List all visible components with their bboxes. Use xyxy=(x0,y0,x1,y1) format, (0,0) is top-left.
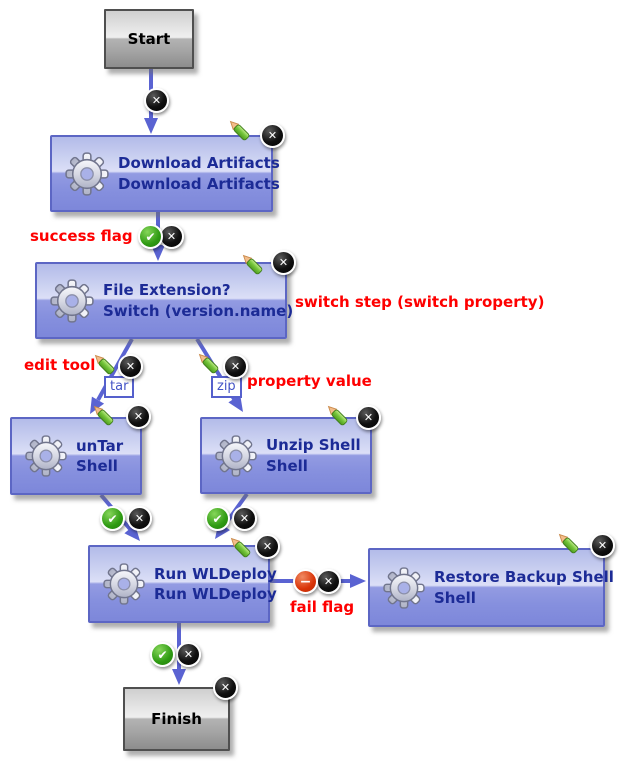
delete-icon[interactable]: ✕ xyxy=(271,250,296,275)
node-subtitle: Shell xyxy=(266,456,308,475)
delete-icon[interactable]: ✕ xyxy=(223,354,248,379)
fail-flag-icon[interactable]: − xyxy=(293,569,318,594)
edit-pencil-icon[interactable] xyxy=(91,351,117,377)
edit-pencil-icon[interactable] xyxy=(239,251,265,277)
node-title: unTar xyxy=(76,436,124,455)
node-download-artifacts[interactable]: Download Artifacts Download Artifacts xyxy=(50,135,280,212)
node-start-label: Start xyxy=(127,29,171,48)
gear-icon xyxy=(383,566,425,609)
gear-icon xyxy=(103,563,145,605)
node-start[interactable]: Start xyxy=(104,9,194,69)
branch-label-zip[interactable]: zip xyxy=(211,376,242,398)
delete-icon[interactable]: ✕ xyxy=(144,88,169,113)
node-file-extension[interactable]: File Extension? Switch (version.name) xyxy=(35,262,293,339)
edit-pencil-icon[interactable] xyxy=(227,534,253,560)
arrowhead-fileext-untar xyxy=(90,396,105,414)
node-title: Run WLDeploy xyxy=(154,564,277,583)
delete-icon[interactable]: ✕ xyxy=(255,534,280,559)
annotation-property-value: property value xyxy=(247,372,372,390)
node-subtitle: Download Artifacts xyxy=(118,174,280,193)
delete-icon[interactable]: ✕ xyxy=(118,354,143,379)
delete-icon[interactable]: ✕ xyxy=(176,642,201,667)
delete-icon[interactable]: ✕ xyxy=(260,123,285,148)
success-flag-icon[interactable]: ✔ xyxy=(150,642,175,667)
node-subtitle: Run WLDeploy xyxy=(154,585,277,603)
node-finish[interactable]: Finish xyxy=(123,687,230,751)
node-run-wldeploy[interactable]: Run WLDeploy Run WLDeploy xyxy=(88,545,277,623)
gear-icon xyxy=(65,151,109,196)
connector-fileext-untar xyxy=(96,338,134,401)
gear-icon xyxy=(25,435,67,477)
edit-pencil-icon[interactable] xyxy=(324,402,350,428)
gear-icon xyxy=(215,434,257,477)
node-title: Unzip Shell xyxy=(266,436,361,455)
success-flag-icon[interactable]: ✔ xyxy=(205,506,230,531)
delete-icon[interactable]: ✕ xyxy=(232,506,257,531)
delete-icon[interactable]: ✕ xyxy=(316,569,341,594)
node-restore-backup[interactable]: Restore Backup Shell Shell xyxy=(368,548,614,627)
success-flag-icon[interactable]: ✔ xyxy=(138,224,163,249)
node-title: Restore Backup Shell xyxy=(434,568,614,587)
arrowhead-runwl-finish xyxy=(172,669,186,685)
arrowhead-fileext-unzip xyxy=(228,394,243,412)
edit-pencil-icon[interactable] xyxy=(226,117,252,143)
delete-icon[interactable]: ✕ xyxy=(127,506,152,531)
node-untar[interactable]: unTar Shell xyxy=(10,417,142,495)
annotation-success-flag: success flag xyxy=(30,227,133,245)
delete-icon[interactable]: ✕ xyxy=(590,533,615,558)
delete-icon[interactable]: ✕ xyxy=(213,675,238,700)
node-subtitle: Shell xyxy=(434,588,476,607)
edit-pencil-icon[interactable] xyxy=(555,530,581,556)
node-title: File Extension? xyxy=(103,281,231,300)
gear-icon xyxy=(50,278,94,323)
annotation-fail-flag: fail flag xyxy=(290,598,355,616)
edit-pencil-icon[interactable] xyxy=(90,402,116,428)
success-flag-icon[interactable]: ✔ xyxy=(100,506,125,531)
node-title: Download Artifacts xyxy=(118,154,280,173)
arrowhead-runwl-restore xyxy=(350,574,366,588)
node-subtitle: Shell xyxy=(76,457,118,475)
node-subtitle: Switch (version.name) xyxy=(103,301,294,320)
arrowhead-download-fileext xyxy=(151,245,165,261)
node-finish-label: Finish xyxy=(151,709,202,728)
node-unzip[interactable]: Unzip Shell Shell xyxy=(200,417,372,494)
delete-icon[interactable]: ✕ xyxy=(356,405,381,430)
annotation-switch-step: switch step (switch property) xyxy=(295,293,545,311)
edit-pencil-icon[interactable] xyxy=(195,350,221,376)
arrowhead-start-download xyxy=(144,118,158,134)
delete-icon[interactable]: ✕ xyxy=(126,404,151,429)
branch-label-tar[interactable]: tar xyxy=(104,376,135,398)
annotation-edit-tool: edit tool xyxy=(24,356,96,374)
